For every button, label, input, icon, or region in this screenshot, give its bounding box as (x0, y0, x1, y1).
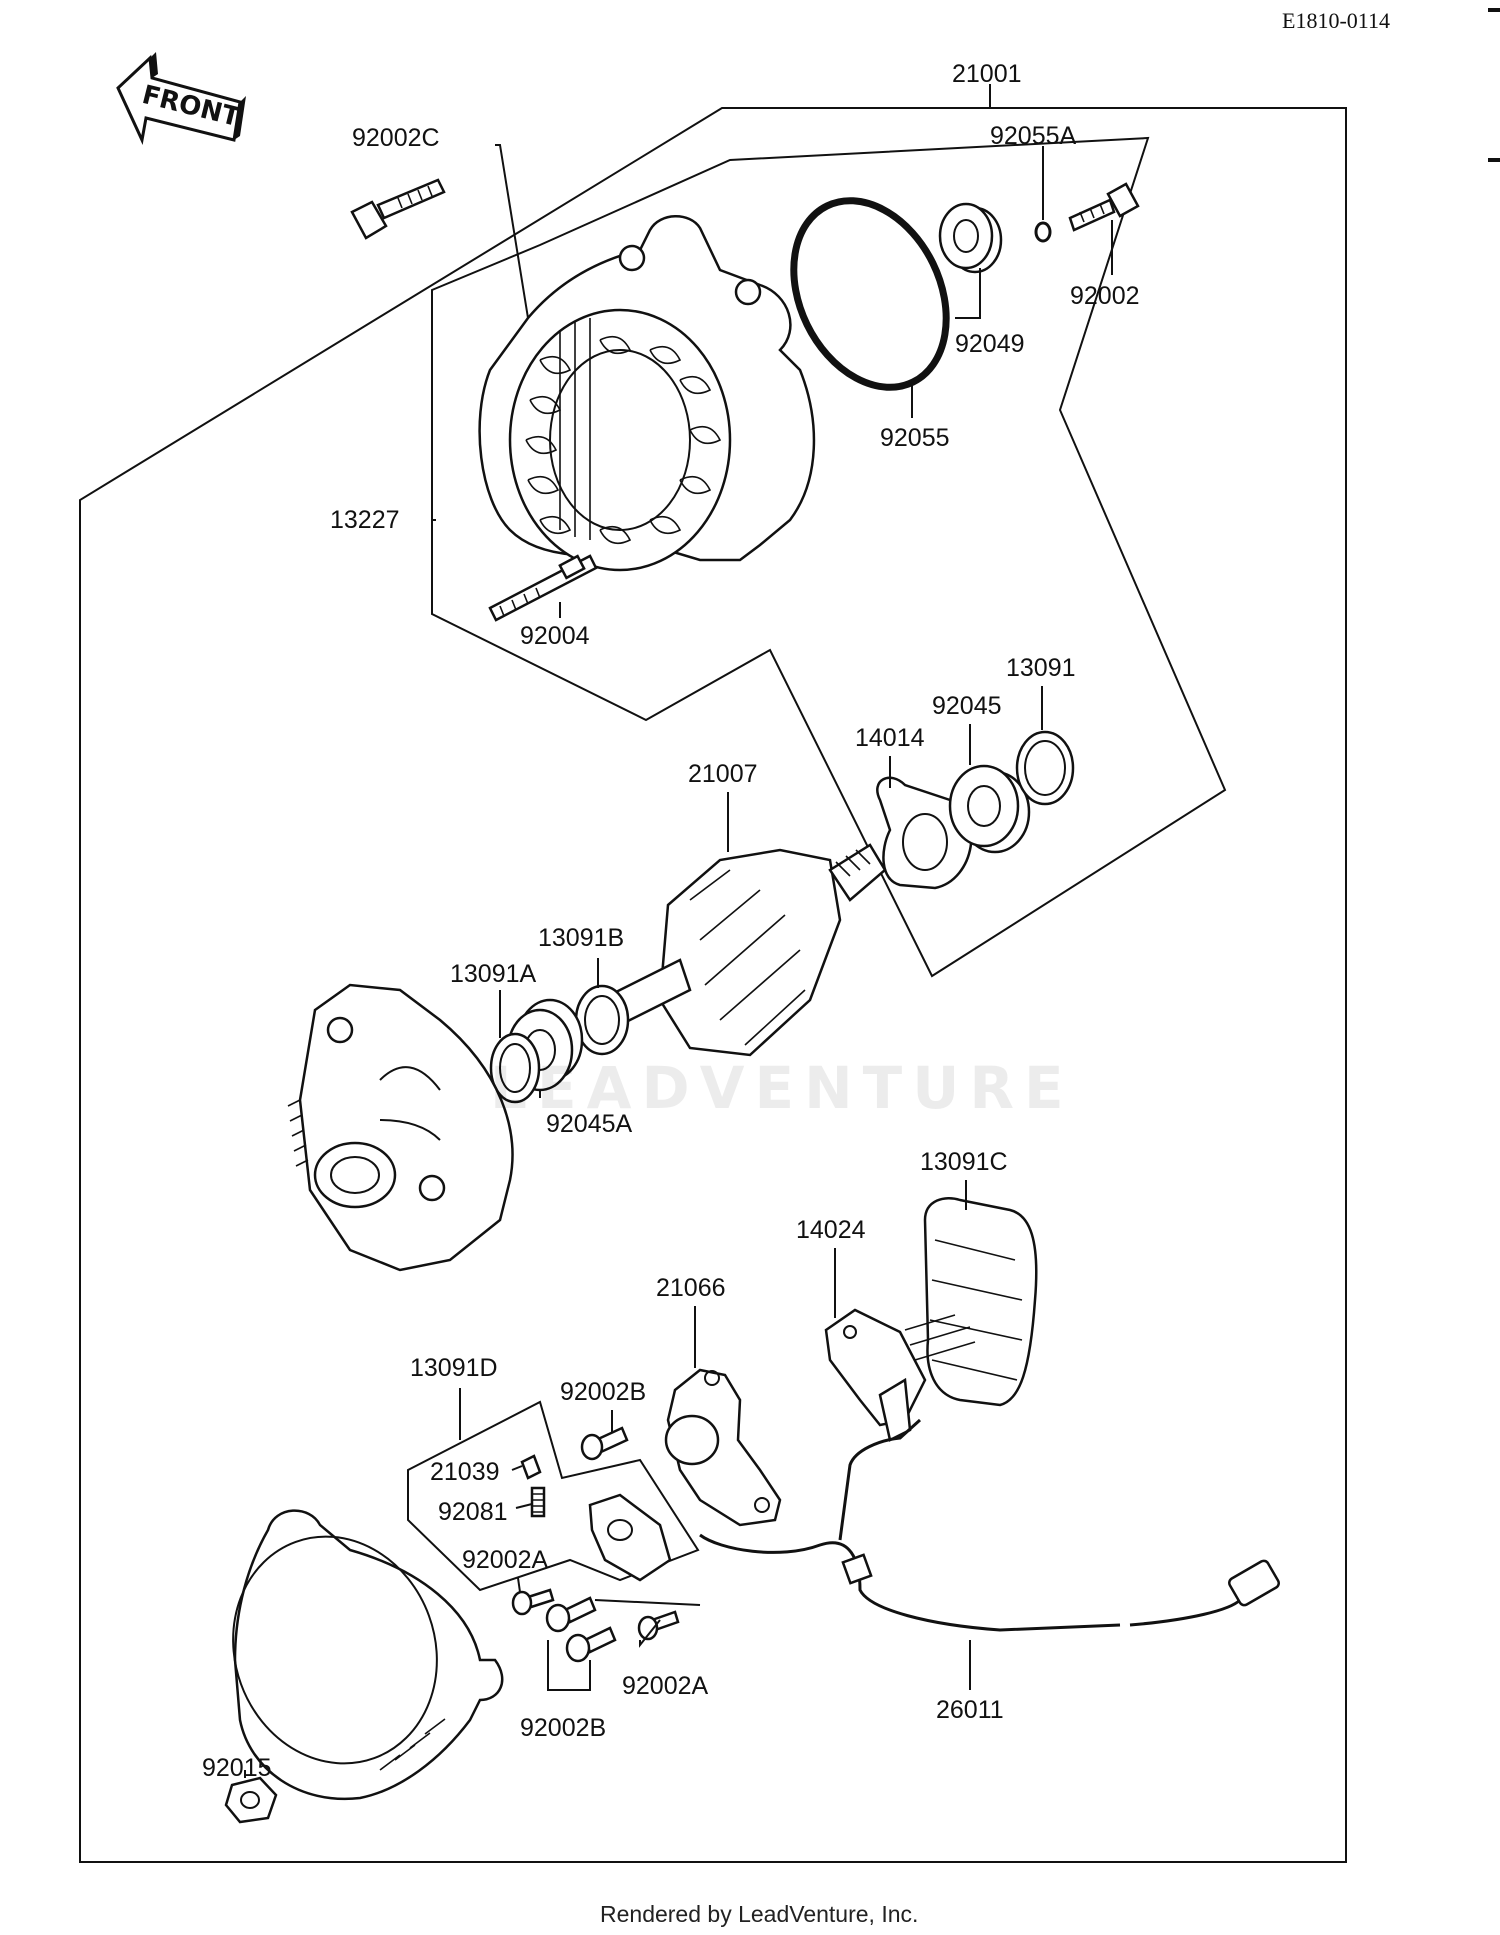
screw-92002a-right (637, 1610, 680, 1641)
cover-13091c (923, 1196, 1038, 1407)
gasket-14014 (876, 776, 973, 890)
nut-92015 (224, 1776, 278, 1824)
stud-92004 (488, 554, 598, 622)
screw-92002b-lower-a (545, 1596, 597, 1633)
callout-21007: 21007 (688, 760, 758, 788)
edge-mark-top (1488, 8, 1500, 12)
bolt-92002c (350, 178, 446, 240)
footer-credit: Rendered by LeadVenture, Inc. (600, 1901, 918, 1927)
rotor-21007 (596, 843, 887, 1057)
bolt-92002 (1068, 182, 1140, 232)
callout-92002c: 92002C (352, 124, 440, 152)
bearing-92049 (938, 202, 1003, 274)
clip-21039 (520, 1454, 542, 1480)
callout-92002b-bottom: 92002B (520, 1714, 606, 1742)
gasket-14014-hole (902, 813, 948, 871)
callout-92055: 92055 (880, 424, 950, 452)
callout-21066: 21066 (656, 1274, 726, 1302)
callout-13091a: 13091A (450, 960, 537, 988)
callout-92002a-right: 92002A (622, 1672, 709, 1700)
callout-21001: 21001 (952, 60, 1022, 88)
screw-92002b-lower-b (565, 1626, 617, 1663)
front-cover (232, 1509, 504, 1801)
callout-92002b-top: 92002B (560, 1378, 646, 1406)
callout-13227: 13227 (330, 506, 400, 534)
callout-14024: 14024 (796, 1216, 866, 1244)
assembly-boundary-21001 (79, 107, 1347, 1863)
front-arrow-icon: FRONT (116, 52, 246, 145)
callout-13091d: 13091D (410, 1354, 498, 1382)
callout-92049: 92049 (955, 330, 1025, 358)
spring-92081 (530, 1486, 546, 1518)
watermark: LEADVENTURE (490, 1054, 1074, 1122)
stator-housing-13227 (478, 215, 816, 572)
callout-92045: 92045 (932, 692, 1002, 720)
callout-92004: 92004 (520, 622, 590, 650)
regulator-21066 (664, 1368, 782, 1527)
callout-13091: 13091 (1006, 654, 1076, 682)
seal-13091b (574, 984, 630, 1056)
o-ring-92055 (790, 197, 950, 391)
bolt-92002b-upper (580, 1426, 629, 1461)
callout-92045a: 92045A (546, 1110, 633, 1138)
bearing-92045 (948, 764, 1031, 854)
seal-13091 (1015, 730, 1075, 806)
seal-13091a (489, 1032, 541, 1104)
callout-13091b: 13091B (538, 924, 624, 952)
callout-21039: 21039 (430, 1458, 500, 1486)
callout-92002: 92002 (1070, 282, 1140, 310)
callout-92055a: 92055A (990, 122, 1077, 150)
rear-housing (287, 983, 514, 1272)
callout-13091c: 13091C (920, 1148, 1008, 1176)
callout-92002a-left: 92002A (462, 1546, 549, 1574)
o-ring-92055a (1034, 221, 1052, 243)
leader-lines (244, 144, 1113, 1778)
stator-group-boundary (431, 136, 1227, 978)
brush-unit (588, 1493, 672, 1582)
diagram-reference-code: E1810-0114 (1282, 8, 1390, 33)
wire-harness-26011 (699, 1418, 1280, 1632)
callout-92015: 92015 (202, 1754, 272, 1782)
edge-mark-bottom (1488, 158, 1500, 162)
callout-labels: 21001 92055A 92002C 92002 92049 92055 13… (202, 60, 1140, 1782)
callout-26011: 26011 (936, 1696, 1004, 1724)
screw-92002a-left (511, 1588, 555, 1616)
callout-92081: 92081 (438, 1498, 508, 1526)
callout-14014: 14014 (855, 724, 925, 752)
